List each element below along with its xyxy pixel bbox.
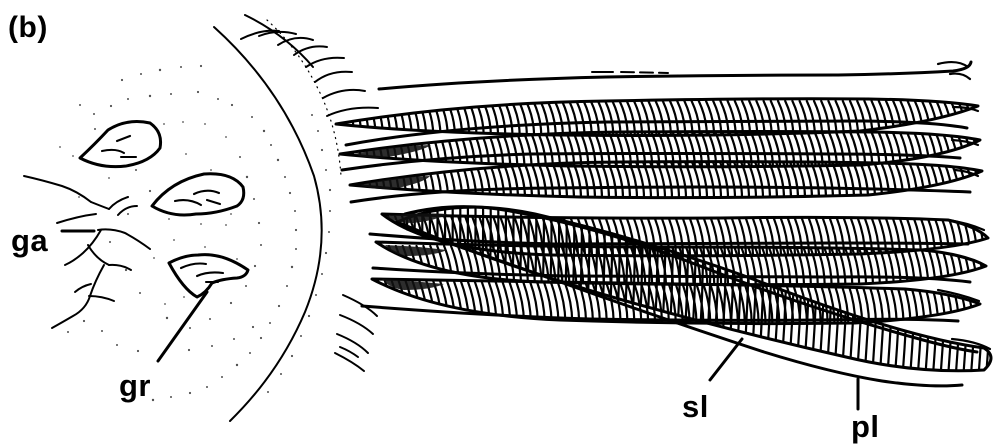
label-pl: pl [851,411,880,442]
label-ga: ga [11,225,48,256]
label-sl: sl [682,391,709,422]
label-gr: gr [119,370,151,401]
panel-label: (b) [8,13,48,43]
